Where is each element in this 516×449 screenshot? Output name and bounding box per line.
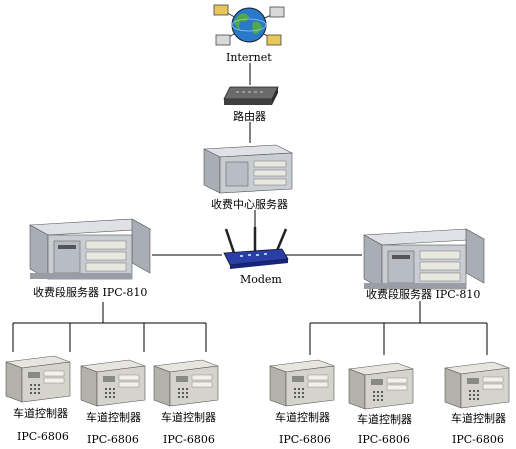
lane-controller-5-model: IPC-6806	[358, 433, 410, 446]
center-server-label: 收费中心服务器	[211, 198, 288, 211]
lane-controller-6-model: IPC-6806	[452, 433, 504, 446]
lane-controller-4-model: IPC-6806	[279, 433, 331, 446]
lane-controller-2-icon	[80, 359, 146, 407]
segment-server-right-icon	[362, 228, 486, 290]
lane-controller-6-name: 车道控制器	[451, 412, 506, 425]
wireless-modem-icon	[223, 227, 289, 269]
center-server-icon	[202, 144, 294, 194]
segment-server-right-label: 收费段服务器 IPC-810	[366, 288, 481, 301]
globe-network-icon	[213, 4, 285, 46]
router-icon	[223, 86, 279, 105]
lane-controller-1-model: IPC-6806	[17, 430, 69, 443]
lane-controller-5-name: 车道控制器	[357, 413, 412, 426]
segment-server-left-label: 收费段服务器 IPC-810	[33, 286, 148, 299]
modem-label: Modem	[240, 273, 282, 286]
lane-controller-4-icon	[269, 359, 335, 407]
lane-controller-6-icon	[444, 361, 510, 409]
lane-controller-3-icon	[153, 359, 219, 407]
lane-controller-3-model: IPC-6806	[163, 433, 215, 446]
lane-controller-1-icon	[5, 355, 71, 403]
lane-controller-4-name: 车道控制器	[275, 411, 330, 424]
lane-controller-2-name: 车道控制器	[86, 411, 141, 424]
lane-controller-5-icon	[348, 362, 414, 410]
router-label: 路由器	[233, 110, 266, 123]
lane-controller-2-model: IPC-6806	[87, 433, 139, 446]
segment-server-left-icon	[28, 218, 152, 280]
lane-controller-1-name: 车道控制器	[13, 407, 68, 420]
lane-controller-3-name: 车道控制器	[161, 411, 216, 424]
internet-label: Internet	[226, 51, 272, 64]
